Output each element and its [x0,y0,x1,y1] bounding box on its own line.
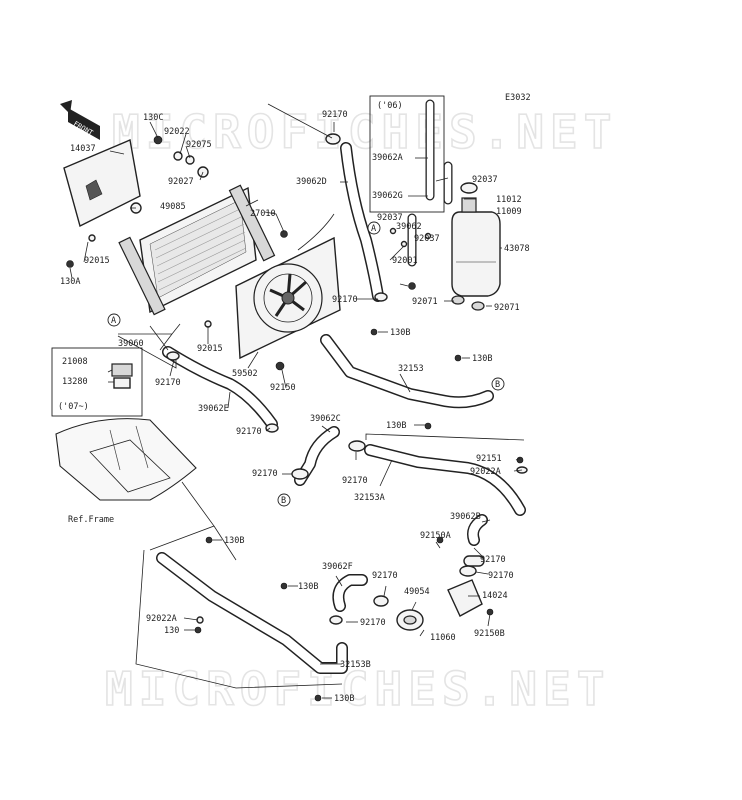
watermark-top: MICROFICHES.NET [112,105,617,159]
callout-a-1: A [107,313,121,327]
part-label: 92022 [164,127,190,137]
leader-lines [69,103,525,699]
year-box-06 [369,95,445,213]
part-label: 92170 [252,469,278,479]
part-label: 14037 [70,144,96,154]
part-label: 130B [298,582,318,592]
frame-fragment [55,418,197,501]
front-arrow-icon: FRONT [60,100,100,140]
part-label: 11009 [496,207,522,217]
part-label: 92170 [342,476,368,486]
watermark-bottom: MICROFICHES.NET [105,662,610,716]
part-label: 39062D [296,177,327,187]
reservoir-tank [451,182,501,297]
part-label: 92075 [186,140,212,150]
part-label: 92150B [474,629,505,639]
thermostat-housing [396,555,485,631]
svg-text:A: A [111,316,116,326]
part-label: 39062F [322,562,353,572]
part-label: 27010 [250,209,276,219]
part-label: 92015 [197,344,223,354]
bracket-07 [111,363,133,389]
part-label: 92022A [146,614,177,624]
part-label: 92170 [372,571,398,581]
part-label: 11060 [430,633,456,643]
part-label: 92027 [168,177,194,187]
part-label: 130B [390,328,410,338]
part-label: 130B [472,354,492,364]
part-label: 21008 [62,357,88,367]
diagram-code: E3032 [505,93,531,103]
part-label: 92037 [472,175,498,185]
part-label: 92022A [470,467,501,477]
part-label: 32153A [354,493,385,503]
callout-b-1: B [491,377,505,391]
radiator-screen [63,139,141,228]
part-label: 92071 [412,297,438,307]
callout-b-2: B [277,493,291,507]
part-label: 32153 [398,364,424,374]
part-label: 92151 [476,454,502,464]
part-label: 92150 [270,383,296,393]
hardware [66,133,528,702]
part-label: 39062E [198,404,229,414]
part-label: 13280 [62,377,88,387]
part-label: 39062C [310,414,341,424]
radiator [118,184,276,316]
part-label: 92001 [392,256,418,266]
year-box-07 [51,347,143,417]
part-label: 92170 [155,378,181,388]
part-label: 92170 [360,618,386,628]
fan-assembly [235,213,341,360]
part-labels: 130C 92022 92075 92027 14037 49085 92015… [60,110,530,704]
svg-text:B: B [495,380,500,390]
part-label: 39062 [396,222,422,232]
year-06-label: ('06) [377,101,403,111]
part-label: 92170 [480,555,506,565]
part-label: 92170 [322,110,348,120]
svg-text:B: B [281,496,286,506]
part-label: 92071 [494,303,520,313]
year-07-label: ('07~) [58,402,89,412]
part-label: 49054 [404,587,430,597]
part-label: 39062A [372,153,403,163]
part-label: 14024 [482,591,508,601]
part-label: 39062B [450,512,481,522]
svg-text:A: A [371,224,376,234]
part-label: 49085 [160,202,186,212]
part-label: 92037 [414,234,440,244]
part-label: 59502 [232,369,258,379]
part-label: 39062G [372,191,403,201]
part-label: 92015 [84,256,110,266]
part-label: 130A [60,277,80,287]
part-label: 43078 [504,244,530,254]
part-label: 92037 [377,213,403,223]
part-label: 11012 [496,195,522,205]
part-label: 32153B [340,660,371,670]
part-label: 130 [164,626,179,636]
part-label: 92150A [420,531,451,541]
part-label: 92170 [332,295,358,305]
part-label: 130B [334,694,354,704]
callout-a-2: A [367,221,381,235]
part-label: 39060 [118,339,144,349]
part-label: 92170 [488,571,514,581]
part-label: 92170 [236,427,262,437]
ref-frame-label: Ref.Frame [68,515,114,525]
part-label: 130C [143,113,163,123]
part-label: 130B [224,536,244,546]
part-label: 130B [386,421,406,431]
